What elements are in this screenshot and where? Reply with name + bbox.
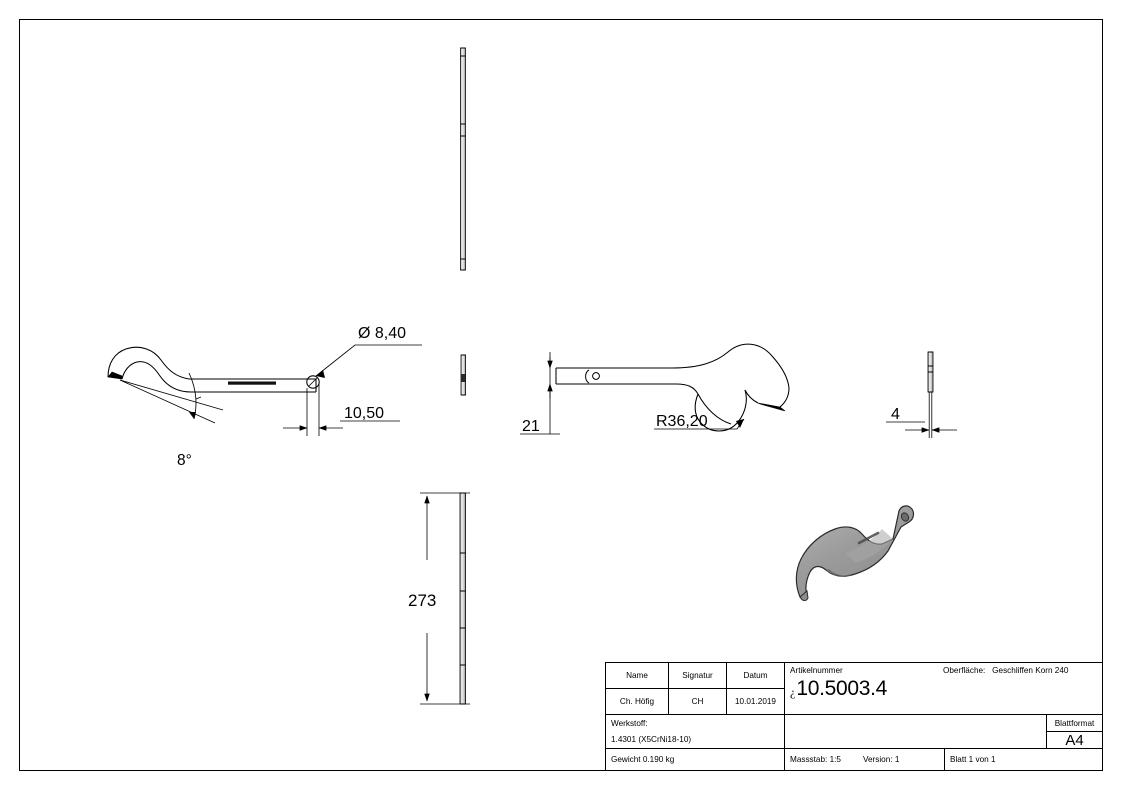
article-spacer (784, 689, 1102, 714)
title-block-value-row: Ch. Höfig CH 10.01.2019 (606, 689, 1102, 715)
header-datum: Datum (726, 663, 784, 689)
material-label: Werkstoff: (611, 719, 648, 728)
drawing-frame-border (19, 19, 1103, 771)
scale-version-cell: Massstab: 1:5 Version: 1 (784, 749, 944, 770)
surface-value: Geschliffen Korn 240 (992, 666, 1069, 675)
value-datum: 10.01.2019 (726, 689, 784, 714)
surface-group: Oberfläche: Geschliffen Korn 240 (943, 666, 1068, 675)
value-name: Ch. Höfig (619, 697, 655, 706)
title-block: Name Signatur Datum Artikelnummer Oberfl… (605, 662, 1103, 771)
title-block-material-row: Werkstoff: 1.4301 (X5CrNi18-10) Blattfor… (606, 715, 1102, 749)
article-number-wrap: ¿ 10.5003.4 (790, 677, 887, 701)
title-block-bottom-row: Gewicht 0.190 kg Massstab: 1:5 Version: … (606, 749, 1102, 770)
format-label: Blattformat (1047, 715, 1102, 732)
format-value: A4 (1065, 731, 1084, 749)
value-signatur: CH (668, 689, 726, 714)
article-number: 10.5003.4 (796, 677, 888, 700)
header-signatur: Signatur (668, 663, 726, 689)
empty-cell (784, 715, 1046, 748)
sheet-number-cell: Blatt 1 von 1 (944, 749, 1102, 770)
material-cell: Werkstoff: 1.4301 (X5CrNi18-10) (606, 715, 784, 748)
article-prefix: ¿ (790, 685, 796, 699)
format-cell: Blattformat A4 (1046, 715, 1102, 749)
version-value: Version: 1 (862, 755, 900, 764)
article-cell: Artikelnummer Oberfläche: Geschliffen Ko… (784, 663, 1102, 715)
weight-cell: Gewicht 0.190 kg (611, 755, 675, 764)
material-value: 1.4301 (X5CrNi18-10) (611, 735, 692, 744)
scale-value: Massstab: 1:5 (790, 755, 841, 764)
surface-label: Oberfläche: (943, 666, 986, 675)
title-block-header-row: Name Signatur Datum Artikelnummer Oberfl… (606, 663, 1102, 715)
article-label: Artikelnummer (790, 666, 843, 675)
header-name: Name (606, 663, 668, 689)
